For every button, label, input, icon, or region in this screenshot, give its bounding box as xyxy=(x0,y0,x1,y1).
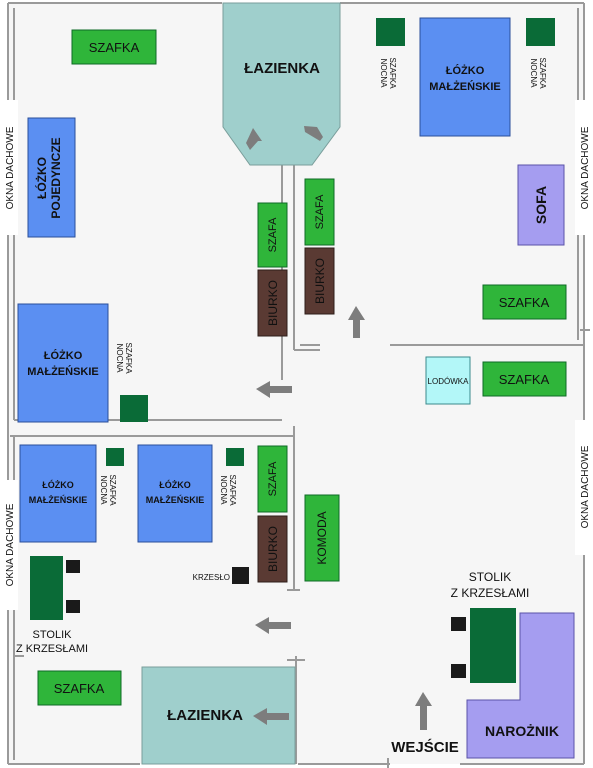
corner-sofa xyxy=(466,612,575,759)
wardrobe-label: SZAFA xyxy=(314,194,326,230)
nightstand-top-right xyxy=(526,18,555,46)
wardrobe-lower xyxy=(257,445,288,513)
desk-label: BIURKO xyxy=(266,526,280,572)
dresser xyxy=(304,494,340,582)
desk-lower xyxy=(257,515,288,583)
roof-window-left-bottom xyxy=(0,480,18,610)
dresser-label: KOMODA xyxy=(315,511,329,564)
bed-double-top xyxy=(419,17,511,137)
roof-window-label: OKNA DACHOWE xyxy=(5,126,16,209)
bathroom-top-label: ŁAZIENKA xyxy=(244,60,320,77)
roof-window-right-mid xyxy=(575,420,593,555)
roof-window-right-top xyxy=(575,100,593,235)
chair xyxy=(66,560,80,573)
desk-label: BIURKO xyxy=(266,280,280,326)
nightstand-label: SZAFKANOCNA xyxy=(529,57,547,89)
table-left xyxy=(30,556,63,620)
arrow-icon xyxy=(246,128,262,150)
arrow-icon xyxy=(256,381,292,398)
nightstand-label: SZAFKANOCNA xyxy=(99,474,117,506)
entrance-label: WEJŚCIE xyxy=(391,738,459,756)
desk-label: BIURKO xyxy=(313,258,327,304)
chair xyxy=(451,617,466,631)
fridge xyxy=(425,356,471,405)
arrow-icon xyxy=(415,692,432,730)
cabinet-label: SZAFKA xyxy=(54,681,105,696)
cabinet-label: SZAFKA xyxy=(89,40,140,55)
cabinet-bottom-left xyxy=(37,670,122,706)
arrow-icon xyxy=(255,617,291,634)
cabinet-label: SZAFKA xyxy=(499,372,550,387)
nightstand-left xyxy=(120,395,148,422)
bed-single xyxy=(27,117,76,238)
cabinet-label: SZAFKA xyxy=(499,295,550,310)
cabinet-top-left xyxy=(71,29,157,65)
desk-mid-left xyxy=(257,269,288,337)
nightstand-label: SZAFKANOCNA xyxy=(219,474,237,506)
nightstand-lower-1 xyxy=(106,448,124,466)
bathroom-bottom-label: ŁAZIENKA xyxy=(167,707,243,724)
wardrobe-label: SZAFA xyxy=(267,461,279,497)
chair xyxy=(451,664,466,678)
chair-label: KRZESŁO xyxy=(193,573,230,582)
cabinet-right-upper xyxy=(482,284,567,320)
arrow-icon xyxy=(253,708,289,725)
nightstand-label: SZAFKANOCNA xyxy=(115,342,133,374)
fridge-label: LODÓWKA xyxy=(428,377,470,386)
wardrobe-mid-right xyxy=(304,178,335,246)
roof-window-left-top xyxy=(0,100,18,235)
outer-walls xyxy=(7,2,585,765)
bed-double-lower-2 xyxy=(137,444,213,543)
wardrobe-label: SZAFA xyxy=(267,217,279,253)
bed-double-left xyxy=(17,303,109,423)
chair xyxy=(232,567,249,584)
sofa xyxy=(517,164,565,246)
table-right xyxy=(470,608,516,683)
nightstand-lower-2 xyxy=(226,448,244,466)
roof-window-label: OKNA DACHOWE xyxy=(5,503,16,586)
wardrobe-mid-left xyxy=(257,202,288,268)
chair xyxy=(66,600,80,613)
bed-double-lower-1 xyxy=(19,444,97,543)
arrows xyxy=(246,126,432,730)
nightstand-top-left xyxy=(376,18,405,46)
roof-window-label: OKNA DACHOWE xyxy=(580,126,591,209)
cabinet-right-lower xyxy=(482,361,567,397)
arrow-icon xyxy=(348,306,365,338)
bed-single-label: ŁÓŻKOPOJEDYNCZE xyxy=(34,137,63,218)
roof-window-label: OKNA DACHOWE xyxy=(580,445,591,528)
corner-sofa-label: NAROŻNIK xyxy=(485,723,559,739)
nightstand-label: SZAFKANOCNA xyxy=(379,57,397,89)
bathroom-top xyxy=(222,2,341,166)
arrow-icon xyxy=(304,126,323,141)
sofa-label: SOFA xyxy=(533,186,549,224)
desk-mid-right xyxy=(304,247,335,315)
